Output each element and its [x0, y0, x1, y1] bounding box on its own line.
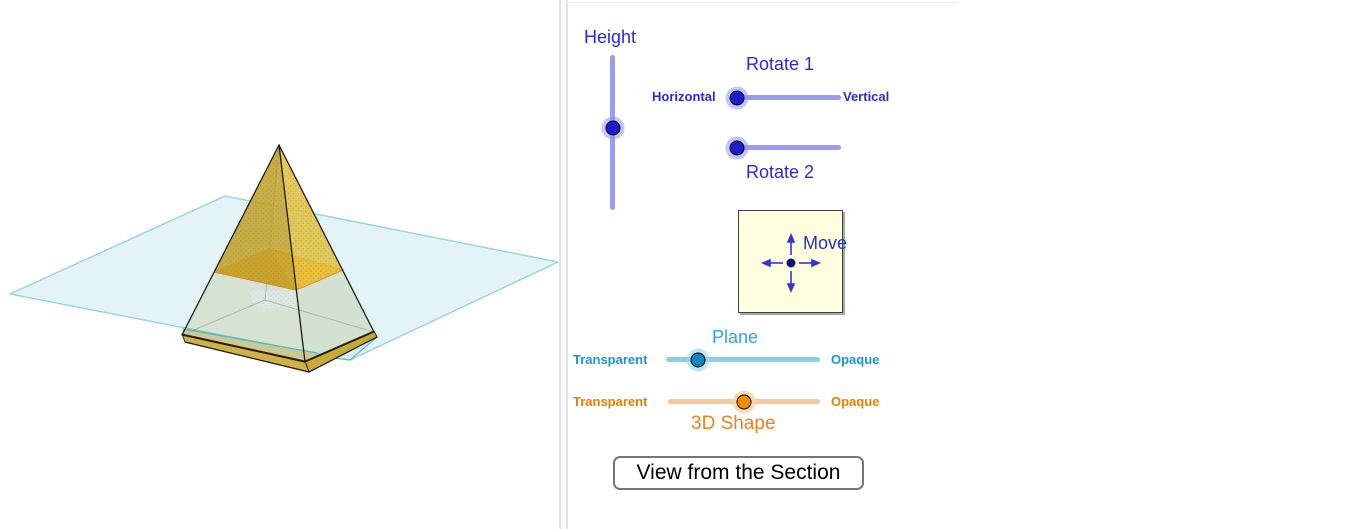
- rotate2-slider-knob[interactable]: [729, 140, 745, 155]
- rotate1-min-label: Horizontal: [652, 89, 716, 104]
- move-label: Move: [803, 233, 848, 253]
- plane-label: Plane: [712, 327, 759, 347]
- height-slider-knob[interactable]: [605, 120, 620, 136]
- plane-opaque-label: Opaque: [831, 352, 880, 367]
- panel-top-border: [566, 2, 958, 3]
- pyramid-upper-right-dots: [279, 145, 343, 290]
- shape-transparent-label: Transparent: [573, 394, 648, 409]
- rotate2-slider[interactable]: [729, 140, 841, 155]
- plane-transparent-label: Transparent: [573, 352, 648, 367]
- pyramid-strip-in-front-of-plane: [182, 329, 317, 361]
- edge-apex-front: [278, 144, 306, 363]
- move-pad[interactable]: Move: [738, 210, 847, 313]
- rotate1-label: Rotate 1: [746, 54, 815, 74]
- edge-apex-right: [278, 144, 375, 333]
- edge-base-right: [304, 331, 375, 363]
- slab-bottom-left-edge: [184, 341, 310, 373]
- shape-opaque-label: Opaque: [831, 394, 880, 409]
- rotate1-slider[interactable]: [729, 90, 841, 105]
- height-slider[interactable]: [605, 55, 620, 210]
- shape-opacity-slider-knob[interactable]: [736, 394, 752, 409]
- shape-opacity-slider[interactable]: [668, 394, 820, 409]
- move-arrows-icon[interactable]: [739, 211, 842, 312]
- move-center-dot: [786, 258, 796, 268]
- rotate1-max-label: Vertical: [843, 89, 890, 104]
- plane-opacity-slider-knob[interactable]: [690, 352, 706, 367]
- pyramid-upper-left-dots: [214, 145, 296, 290]
- height-label: Height: [584, 27, 637, 47]
- plane-front-edge-across-pyramid: [182, 328, 318, 354]
- edge-apex-left: [181, 144, 280, 336]
- 3d-view-canvas[interactable]: [0, 0, 565, 529]
- panel-splitter[interactable]: [559, 0, 568, 529]
- rotate1-slider-knob[interactable]: [729, 90, 745, 105]
- rotate2-label: Rotate 2: [746, 162, 815, 182]
- view-from-section-button[interactable]: View from the Section: [613, 456, 864, 490]
- shape-label: 3D Shape: [691, 413, 776, 434]
- edge-base-left: [181, 334, 306, 363]
- plane-opacity-slider[interactable]: [666, 352, 820, 367]
- slab-bottom-right-edge: [308, 336, 378, 373]
